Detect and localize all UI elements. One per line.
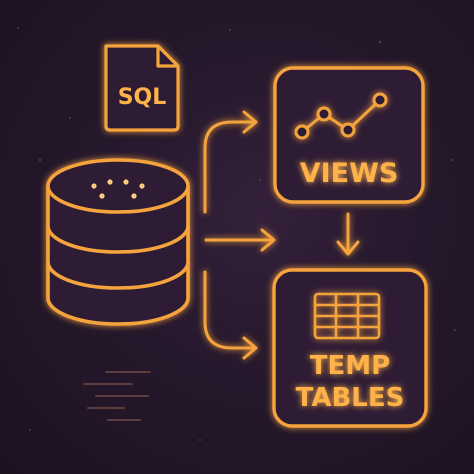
table-grid-icon bbox=[313, 292, 381, 340]
temp-label-line2: TABLES bbox=[296, 383, 405, 413]
line-chart-icon bbox=[294, 92, 388, 140]
background-sparkles bbox=[17, 27, 456, 441]
sql-file-label: SQL bbox=[118, 85, 167, 110]
decorative-lines bbox=[83, 371, 151, 421]
database-icon bbox=[46, 158, 190, 326]
database-indicator-dots bbox=[91, 179, 145, 199]
arrow-db-to-temp-lower bbox=[203, 270, 256, 350]
temp-label-line1: TEMP bbox=[310, 351, 390, 381]
temp-tables-box: TEMP TABLES bbox=[272, 268, 428, 428]
flow-arrows bbox=[203, 110, 360, 360]
sql-file-icon: SQL bbox=[104, 44, 180, 132]
arrow-db-to-views bbox=[203, 120, 256, 214]
views-label: VIEWS bbox=[300, 158, 399, 189]
views-box: VIEWS bbox=[273, 66, 425, 204]
